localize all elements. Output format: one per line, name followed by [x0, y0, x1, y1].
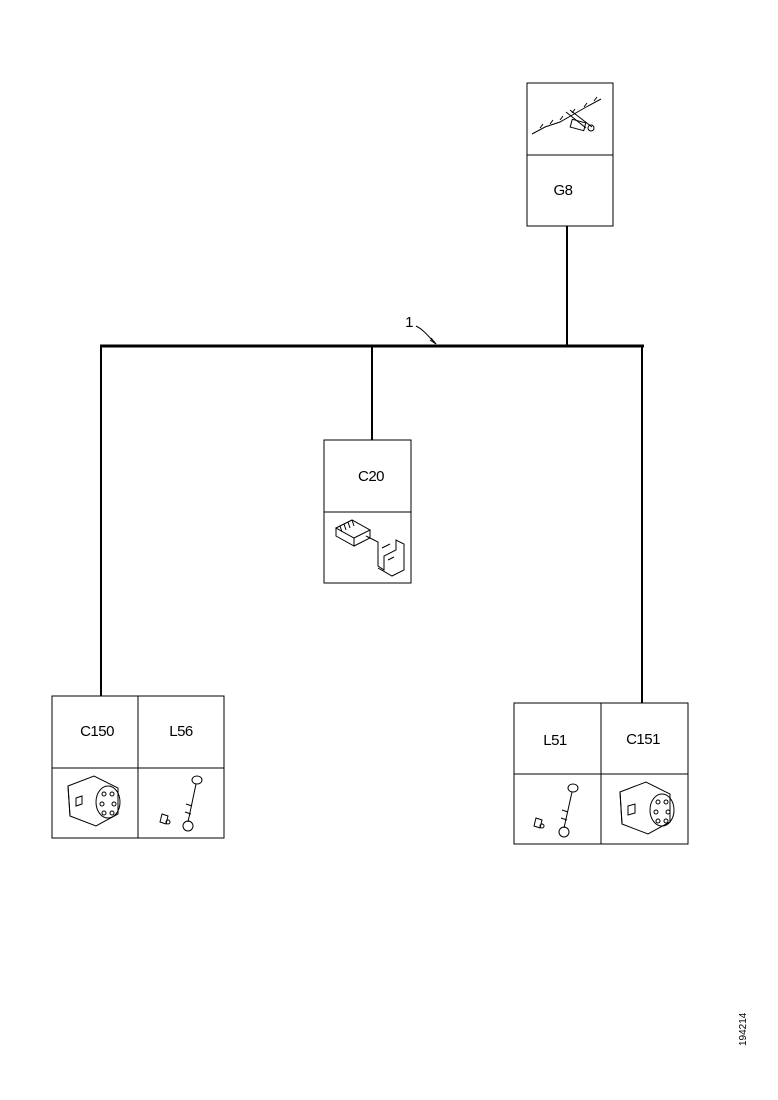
document-id: 194214 [738, 1012, 749, 1046]
bulb-socket-icon [159, 775, 203, 832]
component-c20: C20 [323, 439, 412, 584]
connector-plug-icon [619, 781, 675, 835]
component-label-c151: C151 [626, 731, 660, 748]
component-l56: L56 [137, 695, 225, 839]
callout-number: 1 [405, 314, 413, 331]
component-g8: G8 [526, 82, 614, 227]
component-label-l51: L51 [543, 732, 567, 749]
bulb-socket-icon [533, 783, 579, 838]
component-label-l56: L56 [169, 723, 193, 740]
component-c150: C150 [51, 695, 139, 839]
harness-callout: 1 [405, 314, 437, 345]
component-c151: C151 [600, 702, 689, 845]
component-label-c150: C150 [80, 723, 114, 740]
component-label-c20: C20 [358, 468, 384, 485]
component-l51: L51 [513, 702, 602, 845]
ground-strap-icon [531, 96, 602, 135]
component-label-g8: G8 [553, 182, 572, 199]
connector-bracket-icon [334, 519, 405, 577]
connector-plug-icon [67, 775, 121, 827]
